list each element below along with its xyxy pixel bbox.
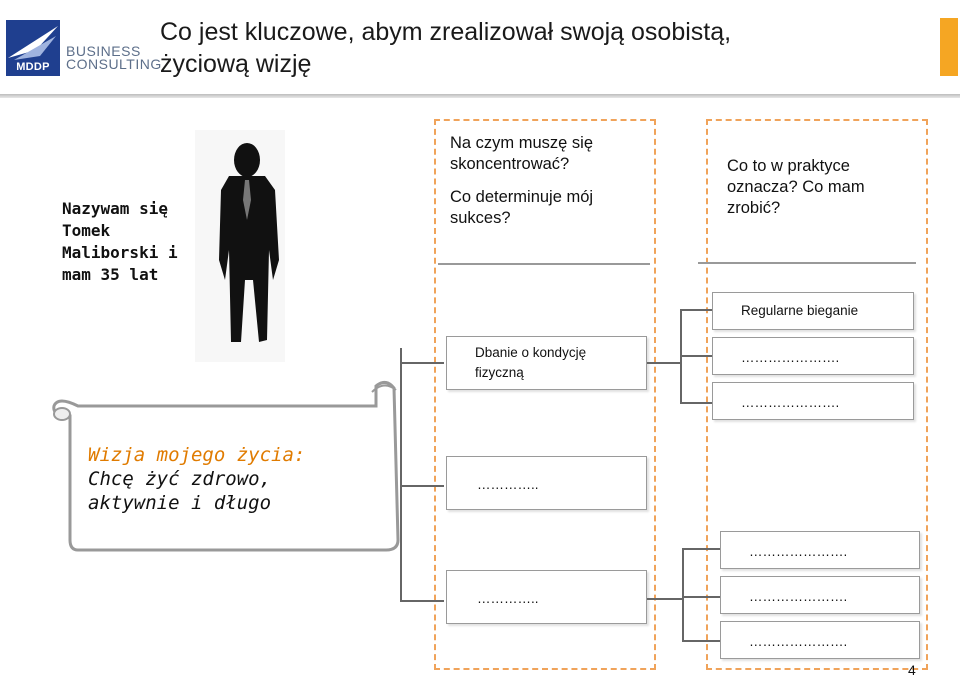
businessman-silhouette-icon xyxy=(195,130,285,362)
action-box-1: Regularne bieganie xyxy=(712,292,914,330)
intro-line1: Nazywam się xyxy=(62,198,207,220)
action-box-4-text: …………………. xyxy=(749,544,847,559)
focus-box-1-line1: Dbanie o kondycję xyxy=(475,343,586,363)
connector-to-right5 xyxy=(682,596,720,598)
question-practice: Co to w praktyce oznacza? Co mam zrobić? xyxy=(727,156,917,219)
focus-box-2-text: ………….. xyxy=(477,477,539,492)
action-box-6: …………………. xyxy=(720,621,920,659)
vision-title: Wizja mojego życia: xyxy=(88,443,388,467)
accent-bar xyxy=(940,18,958,76)
connector-to-right4 xyxy=(682,548,720,550)
intro-text: Nazywam się Tomek Maliborski i mam 35 la… xyxy=(62,198,207,286)
action-box-6-text: …………………. xyxy=(749,634,847,649)
logo-subtitle: BUSINESS CONSULTING xyxy=(66,45,162,71)
connector-vertical-left xyxy=(400,348,402,601)
intro-line4: mam 35 lat xyxy=(62,264,207,286)
action-box-2: …………………. xyxy=(712,337,914,375)
connector-box3-right xyxy=(647,598,683,600)
question-practice-line1: Co to w praktyce xyxy=(727,156,917,177)
logo-subtitle-line2: CONSULTING xyxy=(66,58,162,71)
page-title-line1: Co jest kluczowe, abym zrealizował swoją… xyxy=(160,16,880,48)
action-box-1-text: Regularne bieganie xyxy=(741,303,858,318)
question-focus-line2: skoncentrować? xyxy=(450,154,645,175)
action-box-5: …………………. xyxy=(720,576,920,614)
focus-box-1-line2: fizyczną xyxy=(475,363,586,383)
connector-to-box1 xyxy=(400,362,444,364)
question-underline-2 xyxy=(698,262,916,264)
action-box-5-text: …………………. xyxy=(749,589,847,604)
vision-text: Wizja mojego życia: Chcę żyć zdrowo, akt… xyxy=(88,443,388,515)
question-focus: Na czym muszę się skoncentrować? Co dete… xyxy=(450,133,645,229)
focus-box-3: ………….. xyxy=(446,570,647,624)
question-underline xyxy=(438,263,650,265)
connector-to-right6 xyxy=(682,640,720,642)
page-title-line2: życiową wizję xyxy=(160,48,880,80)
connector-to-right3 xyxy=(680,402,712,404)
intro-line2: Tomek xyxy=(62,220,207,242)
question-practice-line2: oznacza? Co mam xyxy=(727,177,917,198)
action-box-3-text: …………………. xyxy=(741,395,839,410)
intro-line3: Maliborski i xyxy=(62,242,207,264)
focus-box-1: Dbanie o kondycję fizyczną xyxy=(446,336,647,390)
question-focus-line4: sukces? xyxy=(450,208,645,229)
vision-line2: aktywnie i długo xyxy=(88,491,388,515)
question-focus-line3: Co determinuje mój xyxy=(450,187,645,208)
connector-vertical-right-bottom xyxy=(682,548,684,640)
page-title: Co jest kluczowe, abym zrealizował swoją… xyxy=(160,16,880,80)
question-practice-line3: zrobić? xyxy=(727,198,917,219)
action-box-4: …………………. xyxy=(720,531,920,569)
logo-text: MDDP xyxy=(6,61,60,73)
connector-to-right2 xyxy=(680,355,712,357)
action-box-3: …………………. xyxy=(712,382,914,420)
focus-box-2: ………….. xyxy=(446,456,647,510)
header-divider xyxy=(0,94,960,98)
connector-to-right1 xyxy=(680,309,712,311)
connector-to-box3 xyxy=(400,600,444,602)
action-box-2-text: …………………. xyxy=(741,350,839,365)
connector-box1-right xyxy=(647,362,681,364)
vision-line1: Chcę żyć zdrowo, xyxy=(88,467,388,491)
question-focus-line1: Na czym muszę się xyxy=(450,133,645,154)
focus-box-3-text: ………….. xyxy=(477,591,539,606)
connector-to-box2 xyxy=(400,485,444,487)
page-number: 4 xyxy=(908,662,916,678)
